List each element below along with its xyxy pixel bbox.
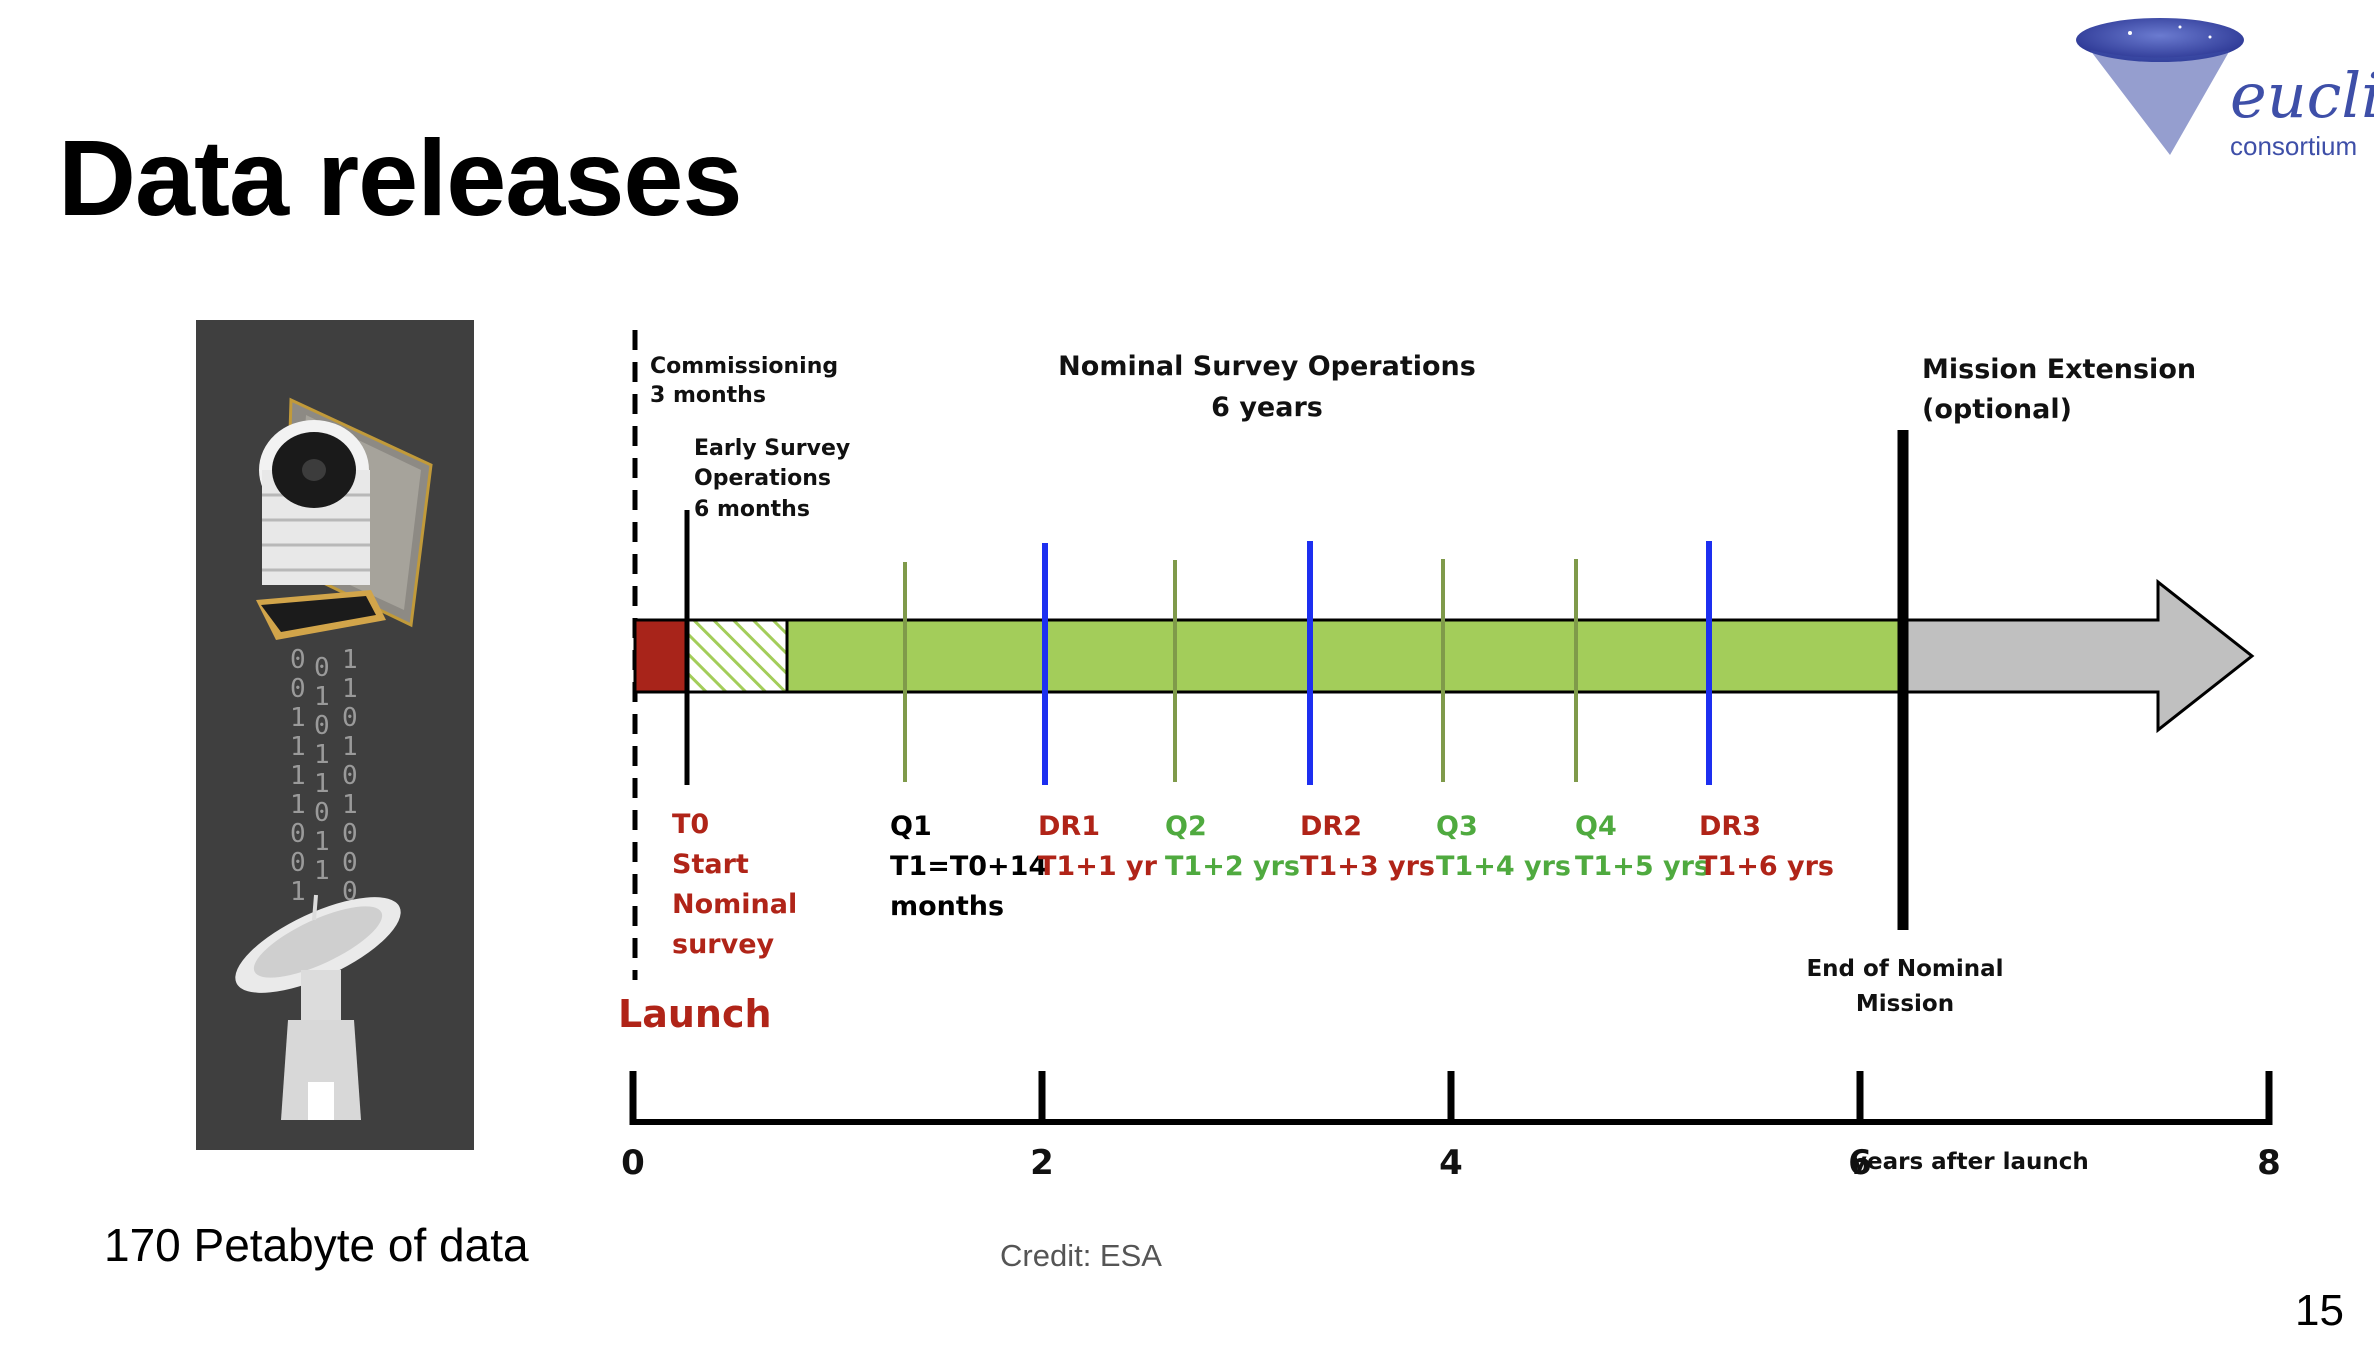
dr3-sub-label: T1+6 yrs: [1699, 851, 1834, 882]
dr1-label: DR1: [1038, 811, 1100, 842]
binary-digit: 0: [342, 819, 358, 849]
dr2-sub-label: T1+3 yrs: [1300, 851, 1435, 882]
binary-digit: 0: [342, 703, 358, 733]
mission-extension-arrow: [1901, 578, 2255, 734]
nominal-survey-bar: [785, 618, 1905, 694]
q2-sub-label: T1+2 yrs: [1165, 851, 1300, 882]
binary-digit: 1: [314, 740, 330, 770]
early-survey-bar: [685, 618, 789, 694]
logo-wordmark: euclid: [2230, 59, 2374, 132]
q4-sub-label: T1+5 yrs: [1575, 851, 1710, 882]
nominal-survey-label-2: 6 years: [1211, 392, 1323, 423]
axis-tick-label-4: 4: [1439, 1143, 1463, 1183]
binary-digit: 1: [342, 674, 358, 704]
binary-digit: 1: [314, 682, 330, 712]
axis-tick-label-0: 0: [621, 1143, 645, 1183]
page-number: 15: [2295, 1286, 2344, 1335]
binary-digit: 0: [290, 645, 306, 675]
commissioning-bar: [633, 618, 689, 694]
q3-sub-label: T1+4 yrs: [1436, 851, 1571, 882]
binary-digit: 0: [314, 798, 330, 828]
q1-label: Q1: [890, 811, 932, 842]
q1-sub-label: months: [890, 891, 1004, 922]
binary-digit: 1: [290, 703, 306, 733]
binary-digit: 1: [342, 645, 358, 675]
euclid-consortium-logo: euclid consortium: [2060, 5, 2374, 170]
binary-digit: 0: [314, 711, 330, 741]
axis-tick-label-6: 6: [1848, 1143, 1872, 1183]
extension-label-2: (optional): [1922, 394, 2072, 425]
commissioning-label-2: 3 months: [650, 383, 766, 408]
t0-label: T0: [672, 809, 709, 840]
dr1-sub-label: T1+1 yr: [1038, 851, 1158, 882]
q4-label: Q4: [1575, 811, 1617, 842]
binary-digit: 1: [314, 827, 330, 857]
binary-digit: 0: [314, 653, 330, 683]
slide-title: Data releases: [58, 117, 743, 238]
early-survey-label-3: 6 months: [694, 497, 810, 522]
q1-sub-label: T1=T0+14: [890, 851, 1047, 882]
commissioning-label-1: Commissioning: [650, 354, 838, 379]
binary-digit: 1: [290, 877, 306, 907]
t0-start-label: Start: [672, 849, 749, 880]
binary-digit: 1: [314, 856, 330, 886]
q2-label: Q2: [1165, 811, 1207, 842]
dr3-label: DR3: [1699, 811, 1761, 842]
axis-unit-label: years after launch: [1852, 1149, 2089, 1175]
nominal-survey-label-1: Nominal Survey Operations: [1058, 351, 1476, 382]
t0-nominal-label: Nominal: [672, 889, 797, 920]
binary-digit: 0: [290, 848, 306, 878]
early-survey-label-1: Early Survey: [694, 436, 850, 461]
binary-digit: 1: [314, 769, 330, 799]
dr2-label: DR2: [1300, 811, 1362, 842]
extension-label-1: Mission Extension: [1922, 354, 2196, 385]
binary-digit: 1: [342, 732, 358, 762]
binary-digit: 1: [290, 790, 306, 820]
t0-survey-label: survey: [672, 929, 775, 960]
end-of-mission-label-1: End of Nominal: [1806, 956, 2003, 982]
axis-tick-label-8: 8: [2257, 1143, 2281, 1183]
binary-digit: 0: [342, 848, 358, 878]
binary-digit: 0: [290, 674, 306, 704]
early-survey-label-2: Operations: [694, 466, 831, 491]
image-credit: Credit: ESA: [1000, 1238, 1162, 1273]
binary-digit: 1: [342, 790, 358, 820]
logo-subtitle: consortium: [2230, 131, 2357, 161]
data-volume-caption: 170 Petabyte of data: [104, 1219, 529, 1271]
binary-digit: 1: [290, 761, 306, 791]
axis-tick-label-2: 2: [1030, 1143, 1054, 1183]
q3-label: Q3: [1436, 811, 1478, 842]
binary-digit: 1: [290, 732, 306, 762]
binary-digit: 0: [290, 819, 306, 849]
end-of-mission-label-2: Mission: [1856, 991, 1954, 1017]
launch-label: Launch: [618, 992, 772, 1036]
binary-digit: 0: [342, 761, 358, 791]
